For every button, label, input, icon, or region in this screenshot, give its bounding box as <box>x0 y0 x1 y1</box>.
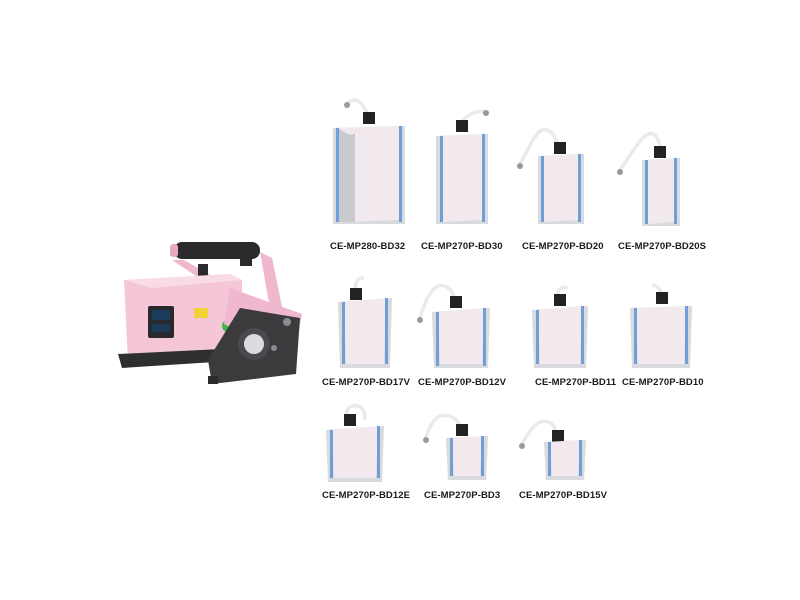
heater-bd12v <box>414 282 500 374</box>
heater-bd15v <box>516 418 590 484</box>
heater-bd30 <box>432 108 492 232</box>
heater-bd32 <box>325 96 413 232</box>
heater-bd17v <box>334 276 396 374</box>
heater-label: CE-MP270P-BD20 <box>522 241 604 252</box>
mug-heater-icon <box>532 285 588 368</box>
heater-label: CE-MP270P-BD20S <box>618 241 707 252</box>
mug-heater-icon <box>519 419 586 480</box>
heater-bd12e <box>322 402 388 488</box>
heater-label: CE-MP280-BD32 <box>330 241 406 252</box>
heater-label: CE-MP270P-BD30 <box>421 241 503 252</box>
heater-bd20s <box>610 130 690 234</box>
mug-heater-icon <box>517 127 584 224</box>
heater-label: CE-MP270P-BD10 <box>622 377 704 388</box>
heater-bd20 <box>512 126 592 232</box>
heater-label: CE-MP270P-BD3 <box>424 490 501 501</box>
mug-heater-icon <box>326 403 384 482</box>
heat-press-machine-icon <box>118 242 302 384</box>
mug-heater-icon <box>423 413 488 480</box>
heater-label: CE-MP270P-BD15V <box>519 490 608 501</box>
heater-bd10 <box>626 282 696 374</box>
heater-label: CE-MP270P-BD12V <box>418 377 507 388</box>
mug-heater-icon <box>333 98 405 224</box>
heater-bd11 <box>528 284 592 374</box>
mug-heater-icon <box>417 283 490 368</box>
heater-label: CE-MP270P-BD17V <box>322 377 411 388</box>
heater-bd3 <box>420 412 492 484</box>
heater-label: CE-MP270P-BD12E <box>322 490 411 501</box>
mug-heater-icon <box>617 131 680 226</box>
heat-press-machine <box>112 236 312 386</box>
mug-heater-icon <box>338 276 392 368</box>
heater-label: CE-MP270P-BD11 <box>535 377 617 388</box>
mug-heater-icon <box>436 109 489 224</box>
mug-heater-icon <box>630 283 692 368</box>
